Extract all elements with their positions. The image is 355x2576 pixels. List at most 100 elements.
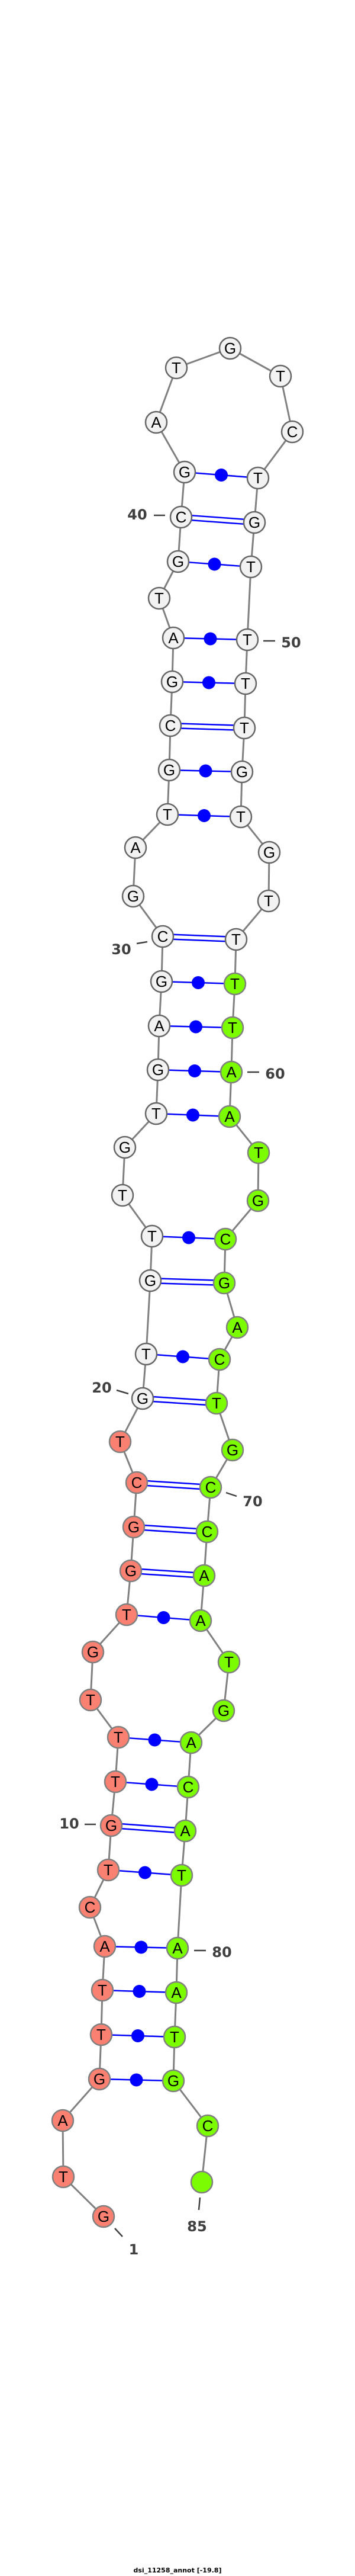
nucleotide-circle [111,1183,134,1207]
base-pair-double [153,1396,206,1406]
nucleotide-letter: G [163,761,175,779]
base-pair-dot [109,2073,163,2087]
base-pair-dot [166,1108,220,1122]
position-label: 1 [129,2241,139,2258]
nucleotide-circle [173,460,196,484]
nucleotide-circle [144,410,168,434]
nucleotide-letter: G [144,1272,156,1289]
pair-dot [199,764,212,778]
nucleotide: A [179,1731,203,1754]
nucleotide-letter: T [228,1019,237,1037]
nucleotide: T [51,2165,75,2189]
nucleotide-letter: T [115,1433,125,1451]
nucleotide: G [121,884,145,908]
nucleotide: G [212,1699,235,1722]
pair-line [161,1278,214,1281]
nucleotide: A [51,2109,75,2132]
nucleotide-letter: T [224,1653,234,1671]
nucleotide-letter: T [177,1866,186,1884]
nucleotide: T [140,1224,164,1248]
base-pair-dot [188,557,241,571]
nucleotide-letter: A [195,1612,206,1629]
position-label: 40 [127,506,147,523]
nucleotide-letter: T [163,806,172,823]
nucleotide-circle [104,1770,127,1794]
nucleotide-letter: T [246,558,256,576]
nucleotide-circle [280,420,304,444]
nucleotide: G [166,550,190,573]
nucleotide-circle [156,803,179,826]
nucleotide-circle [212,1271,236,1295]
nucleotide: G [218,336,242,360]
nucleotide-circle [121,884,145,908]
nucleotide-letter: T [114,1728,123,1746]
nucleotide-circle [195,1520,219,1544]
label-tick [136,941,148,945]
nucleotide-letter: A [99,1937,110,1955]
nucleotide-letter: T [59,2168,68,2186]
label-tick [198,2197,201,2211]
position-label: 60 [265,1066,285,1082]
nucleotide-letter: G [119,1138,131,1156]
nucleotide-circle [176,1775,200,1799]
pair-dot [133,1985,146,1998]
structure-title: dsi_11258_annot [-19.8] [133,2567,222,2574]
nucleotide-letter: T [154,589,164,607]
nucleotide-circle [138,1269,162,1292]
nucleotide-circle [246,1189,270,1212]
nucleotide: A [162,626,185,650]
nucleotide-circle [257,841,281,864]
nucleotide-circle [230,760,254,784]
nucleotide-circle [189,1609,212,1632]
position-label: 85 [187,2218,206,2235]
nucleotide-circle [157,758,181,782]
base-pair-dot [179,764,232,778]
nucleotide: T [104,1770,127,1794]
nucleotide-letter: T [104,1861,113,1879]
nucleotide-circle [199,1475,222,1499]
nucleotide-letter: G [137,1390,149,1407]
pair-line [122,1823,175,1828]
nucleotide-circle [212,1699,235,1722]
nucleotide: C [214,1227,237,1251]
nucleotide-circle [221,1438,244,1462]
nucleotide: A [164,1981,188,2004]
base-pair-double [141,1568,194,1579]
nucleotide-circle [205,1391,228,1415]
base-pair-double [191,515,244,525]
nucleotide-letter: G [218,1274,230,1292]
backbone-segment [145,1280,151,1355]
nucleotide: C [196,2114,220,2138]
pair-line [144,1529,196,1535]
nucleotide-letter: G [179,463,191,481]
nucleotide-letter: A [226,1063,237,1081]
nucleotide-letter: A [232,1319,243,1336]
nucleotide-letter: G [252,1192,264,1210]
nucleotide-letter: C [287,423,298,441]
nucleotide-letter: T [243,631,252,649]
nucleotide-letter: C [202,1523,213,1541]
nucleotide: G [230,760,254,784]
pair-line [153,1400,206,1406]
nucleotide: G [119,1559,143,1583]
nucleotide-circle [257,889,280,913]
nucleotide: C [280,420,304,444]
base-pair-double [147,1480,201,1490]
pair-dot [215,469,228,482]
base-pair-dot [137,1611,191,1624]
nucleotide-circle [124,836,147,859]
base-pair-dot [183,632,237,646]
backbone-segment [246,566,252,640]
nucleotide-letter: A [130,839,141,856]
nucleotide-circle [170,1863,193,1887]
nucleotide-letter: T [170,2028,179,2046]
nucleotide: G [173,460,196,484]
nucleotide-letter: G [248,514,260,531]
nucleotide-letter: G [152,1061,164,1079]
nucleotide: T [246,466,270,490]
nucleotide: T [163,2025,186,2049]
nucleotide-letter: T [96,2026,106,2044]
nucleotide: T [115,1603,138,1627]
nucleotide: G [92,2205,115,2228]
nucleotide-circle [115,1603,138,1627]
